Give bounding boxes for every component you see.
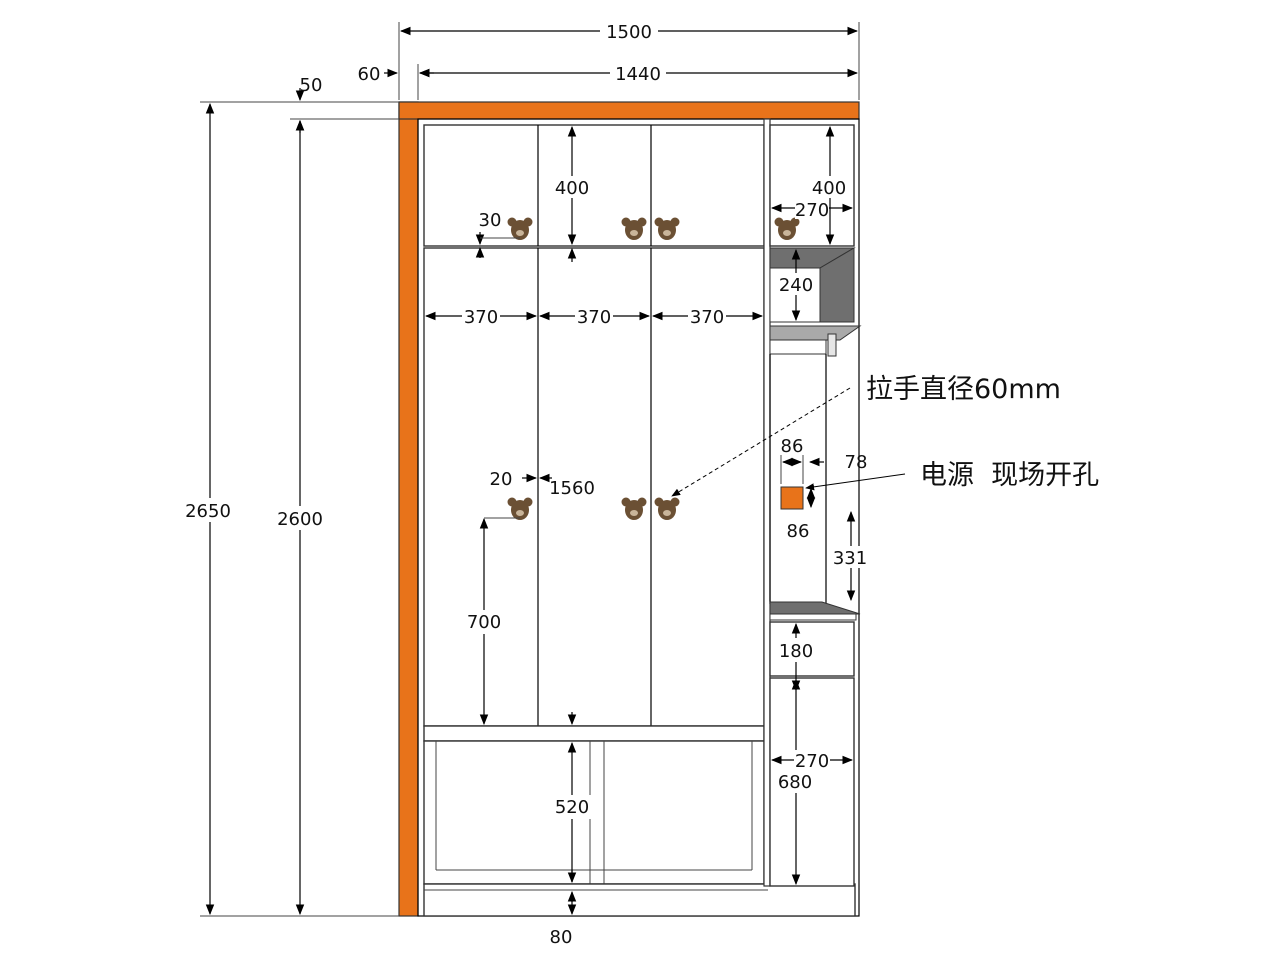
plinth-height-label: 80 (550, 927, 573, 948)
upper-doors (423, 124, 765, 247)
power-hole-note: 电源 现场开孔 (920, 460, 1099, 491)
middle-door-height-label: 1560 (549, 478, 595, 499)
shelf-height-label: 240 (779, 275, 813, 296)
socket-offset-label: 78 (845, 452, 868, 473)
handle-diameter-note: 拉手直径60mm (866, 374, 1061, 405)
divider-panel (763, 118, 771, 887)
socket-from-floor-label: 331 (833, 548, 867, 569)
power-socket (780, 486, 804, 510)
bottom-cabinet-height-label: 520 (555, 797, 589, 818)
right-shelf (769, 247, 862, 355)
total-width-label: 1500 (606, 22, 652, 43)
column-width-label-3: 370 (690, 307, 724, 328)
right-upper-height-label: 400 (812, 178, 846, 199)
hook-offset-label: 30 (479, 210, 502, 231)
column-width-label-1: 370 (464, 307, 498, 328)
lower-cabinet (423, 740, 765, 885)
right-upper-width-label: 270 (795, 200, 829, 221)
top-panel-thickness-label: 50 (300, 75, 323, 96)
dimension-labels: 1500 1440 60 50 2650 2600 400 30 400 270… (185, 20, 870, 948)
upper-door-height-label: 400 (555, 178, 589, 199)
inner-height-label: 2600 (277, 509, 323, 530)
column-width-label-2: 370 (577, 307, 611, 328)
left-side-board (398, 101, 419, 917)
cabinet-body (398, 101, 862, 917)
annotations: 拉手直径60mm 电源 现场开孔 (866, 374, 1099, 491)
right-lower-shelf (769, 601, 861, 621)
lower-cabinet-height-label: 680 (778, 772, 812, 793)
drawer-height-label: 180 (779, 641, 813, 662)
right-lower-width-label: 270 (795, 751, 829, 772)
side-panel-width-label: 60 (358, 64, 381, 85)
handle-height-label: 700 (467, 612, 501, 633)
inner-width-label: 1440 (615, 64, 661, 85)
plinth (423, 883, 856, 917)
gap-label: 20 (490, 469, 513, 490)
socket-width-label: 86 (781, 436, 804, 457)
total-height-label: 2650 (185, 501, 231, 522)
top-board (398, 101, 860, 120)
bench-rail (423, 725, 765, 742)
socket-height-label: 86 (787, 521, 810, 542)
hanging-rod (827, 333, 837, 357)
